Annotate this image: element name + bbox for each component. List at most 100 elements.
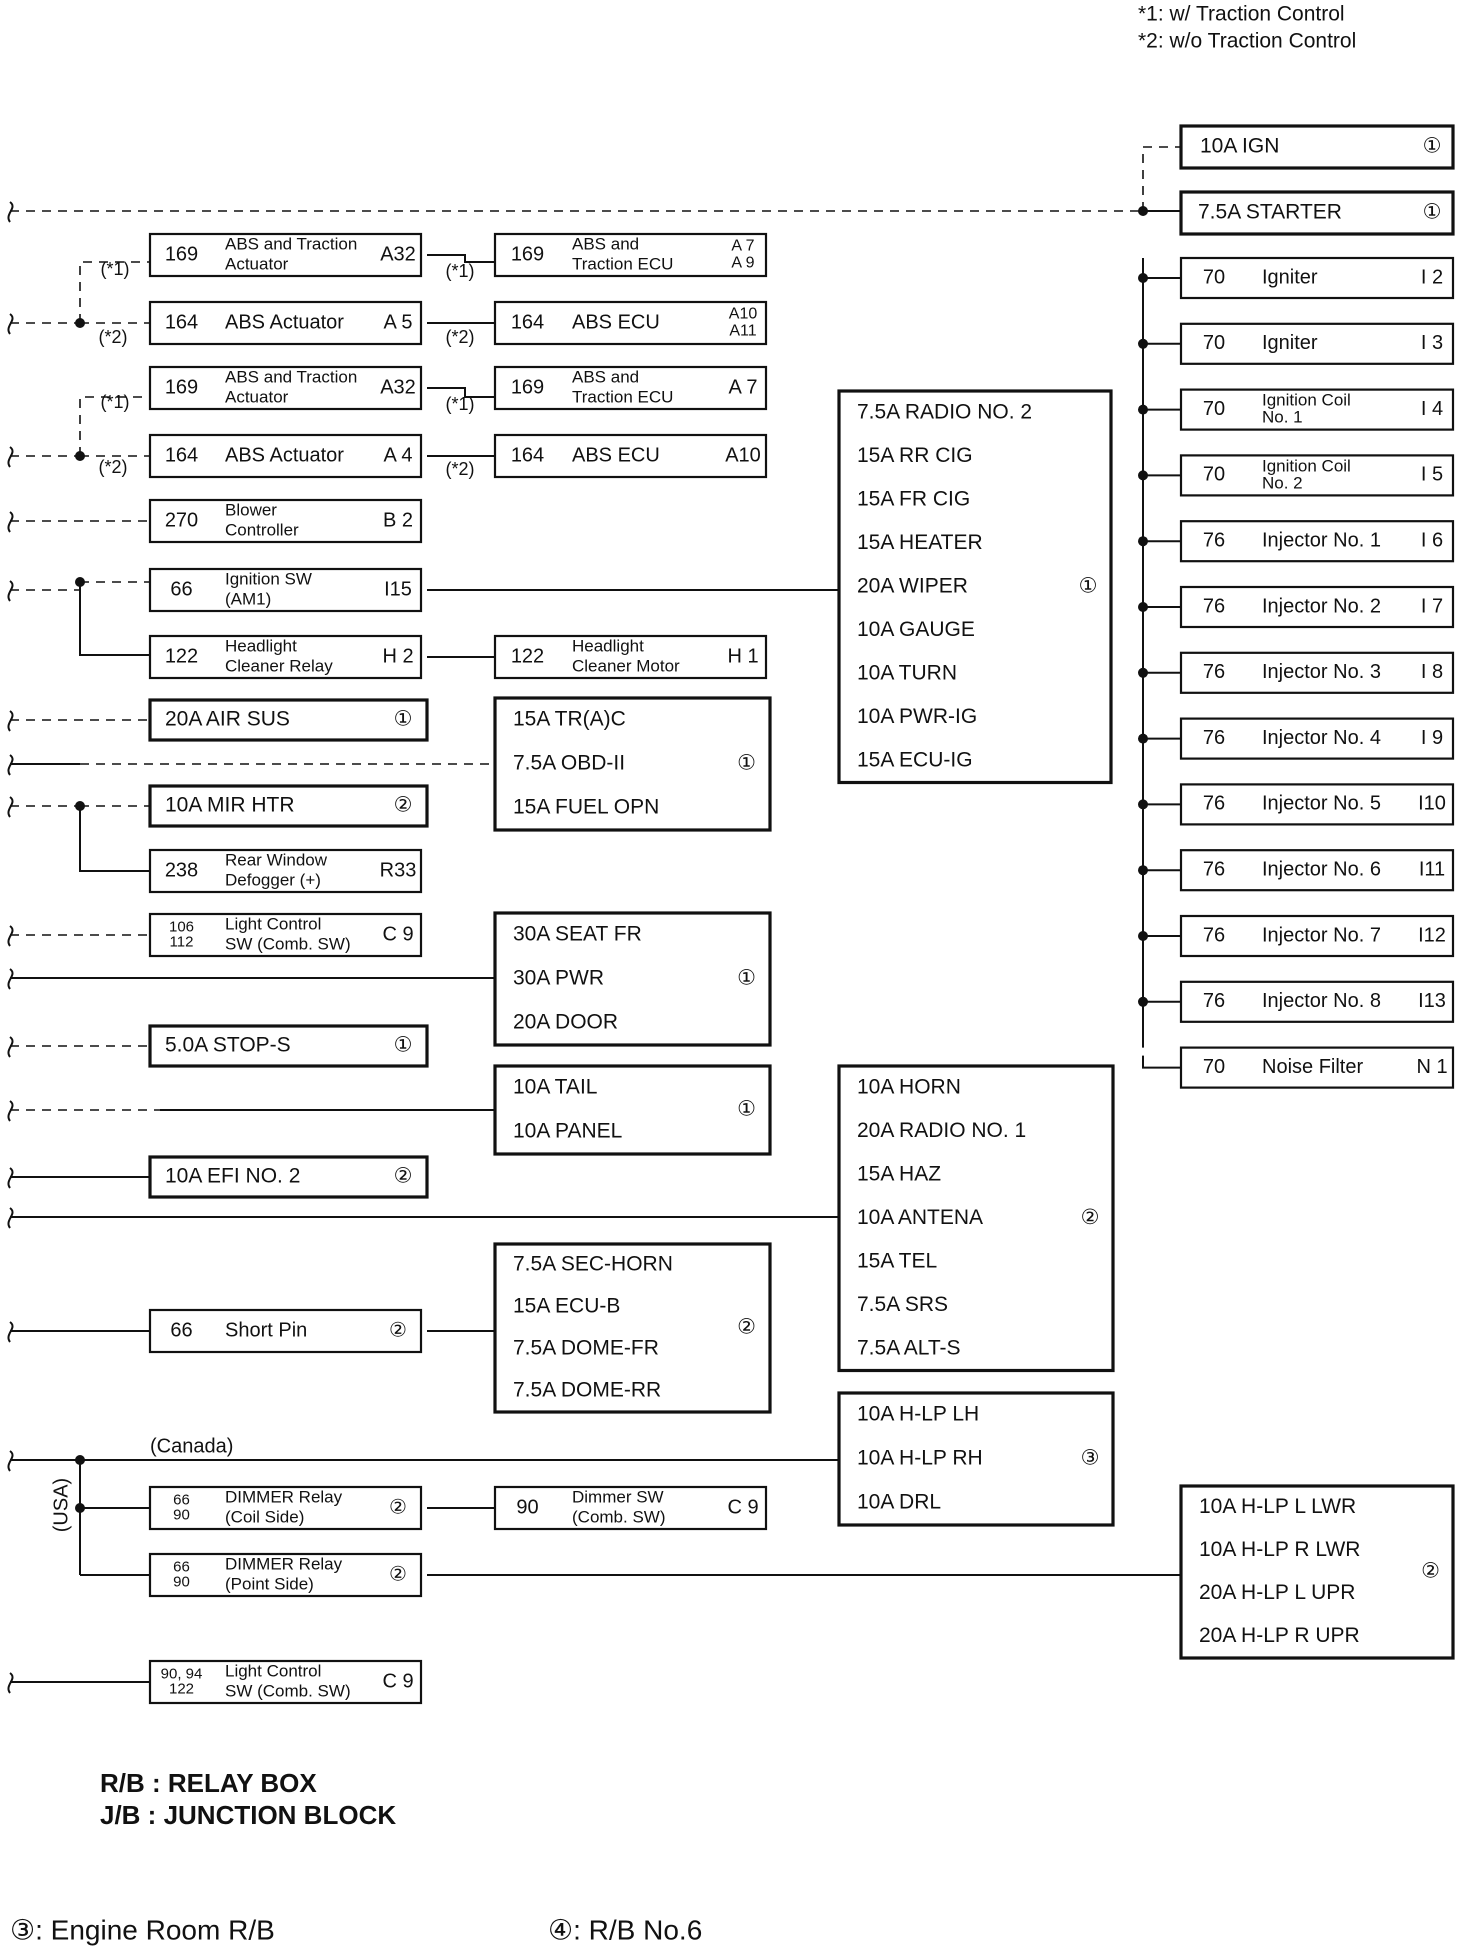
connector-pin: I13 [1418,990,1446,1012]
component-name: SW (Comb. SW) [225,1681,351,1700]
marker-without-traction: (*2) [445,459,474,479]
component-name: Ignition Coil [1262,456,1351,475]
component-name: SW (Comb. SW) [225,934,351,953]
left-component-4 [148,498,423,544]
component-name: Injector No. 8 [1262,990,1381,1012]
fuse-label: 10A TAIL [513,1076,597,1099]
connector-pin: I11 [1419,858,1445,880]
wire [427,387,495,398]
footer-rb-no6: ④: R/B No.6 [548,1914,702,1945]
component-name: Headlight [225,636,297,655]
fuse-label: 20A AIR SUS [165,708,290,731]
connector-number: 76 [1203,661,1225,683]
fuse-label: 7.5A DOME-FR [513,1337,659,1360]
component-name: Injector No. 2 [1262,595,1381,617]
connector-number: 76 [1203,595,1225,617]
connector-pin: A32 [380,243,416,265]
component-name: Traction ECU [572,254,673,273]
connector-number: 270 [165,509,198,531]
fuse-label: 20A H-LP R UPR [1199,1624,1360,1647]
connector-number: 76 [1203,793,1225,815]
connector-number: 169 [511,243,544,265]
connector-number: 90 [173,1506,190,1523]
left-component-2 [148,365,423,411]
fuse-label: 10A PANEL [513,1120,622,1143]
fuse-label: 30A SEAT FR [513,923,642,946]
wire [79,582,150,656]
left-component-3 [148,433,423,479]
fuse-group-3 [493,1242,772,1414]
wire [79,396,150,456]
component-name: Light Control [225,1661,321,1680]
connector-pin: A 7 [731,238,754,255]
connector-pin: H 2 [382,645,413,667]
right-component-7 [1179,717,1455,760]
fuse-label: 10A ANTENA [857,1206,983,1229]
wire-break-mark [7,925,14,947]
component-name: ABS and Traction [225,234,357,253]
wire-break-mark [7,1036,14,1058]
right-component-4 [1179,520,1455,563]
connector-number: 164 [165,444,198,466]
left-component-8 [148,912,423,958]
wire-break-mark [7,580,14,602]
connector-pin: C 9 [727,1496,758,1518]
fuse-label: 10A PWR-IG [857,705,977,728]
component-name: Ignition SW [225,569,312,588]
wire-break-mark [7,511,14,533]
note-traction: *1: w/ Traction Control [1138,3,1345,26]
connector-pin: I 3 [1421,332,1443,354]
fuse-label: 5.0A STOP-S [165,1034,291,1057]
junction-dot [75,1503,85,1513]
connector-pin: A10 [729,306,758,323]
fuse-label: 10A GAUGE [857,618,975,641]
component-name: Blower [225,500,277,519]
right-component-6 [1179,651,1455,694]
connector-number: 122 [169,1680,194,1697]
connector-pin: R33 [380,859,417,881]
box-mark: ① [1423,201,1442,224]
marker-with-traction: (*1) [445,261,474,281]
fuse-label: 15A HAZ [857,1162,941,1185]
fuse-label: 15A HEATER [857,531,983,554]
fuse-label: 7.5A SEC-HORN [513,1253,673,1276]
fuse-label: 10A EFI NO. 2 [165,1165,300,1188]
box-mark: ① [394,1034,413,1057]
fuse-label: 10A DRL [857,1491,941,1514]
wire-break-mark [7,313,14,335]
fuse-label: 15A FR CIG [857,487,970,510]
box-mark: ② [1421,1560,1440,1583]
fuse-label: 7.5A SRS [857,1293,948,1316]
component-name: (Coil Side) [225,1507,304,1526]
fuse-label: 10A MIR HTR [165,794,295,817]
fuse-label: 15A ECU-B [513,1295,620,1318]
component-name: Actuator [225,387,289,406]
fuse-label: 7.5A STARTER [1198,201,1342,224]
connector-pin: I 9 [1421,727,1443,749]
component-name: Noise Filter [1262,1056,1363,1078]
component-name: (Point Side) [225,1574,314,1593]
component-name: ABS ECU [572,311,660,333]
component-name: Headlight [572,636,644,655]
label-canada: (Canada) [150,1435,233,1457]
left-component-7 [148,848,423,894]
left-component-12 [148,1659,423,1705]
box-mark: ① [394,708,413,731]
connector-number: 76 [1203,924,1225,946]
connector-pin: A10 [725,444,761,466]
component-name: Light Control [225,914,321,933]
fuse-label: 10A H-LP RH [857,1447,983,1470]
left-component-5 [148,567,423,613]
box-mark: ② [1081,1206,1100,1229]
connector-number: 169 [165,243,198,265]
connector-number: 76 [1203,990,1225,1012]
connector-number: 164 [511,444,544,466]
connector-number: 164 [511,311,544,333]
connector-number: 66 [173,1558,190,1575]
right-component-2 [1179,388,1455,431]
fuse-label: 10A HORN [857,1075,961,1098]
connector-number: 122 [165,645,198,667]
connector-pin: C 9 [382,1670,413,1692]
connector-pin: I 6 [1421,529,1443,551]
